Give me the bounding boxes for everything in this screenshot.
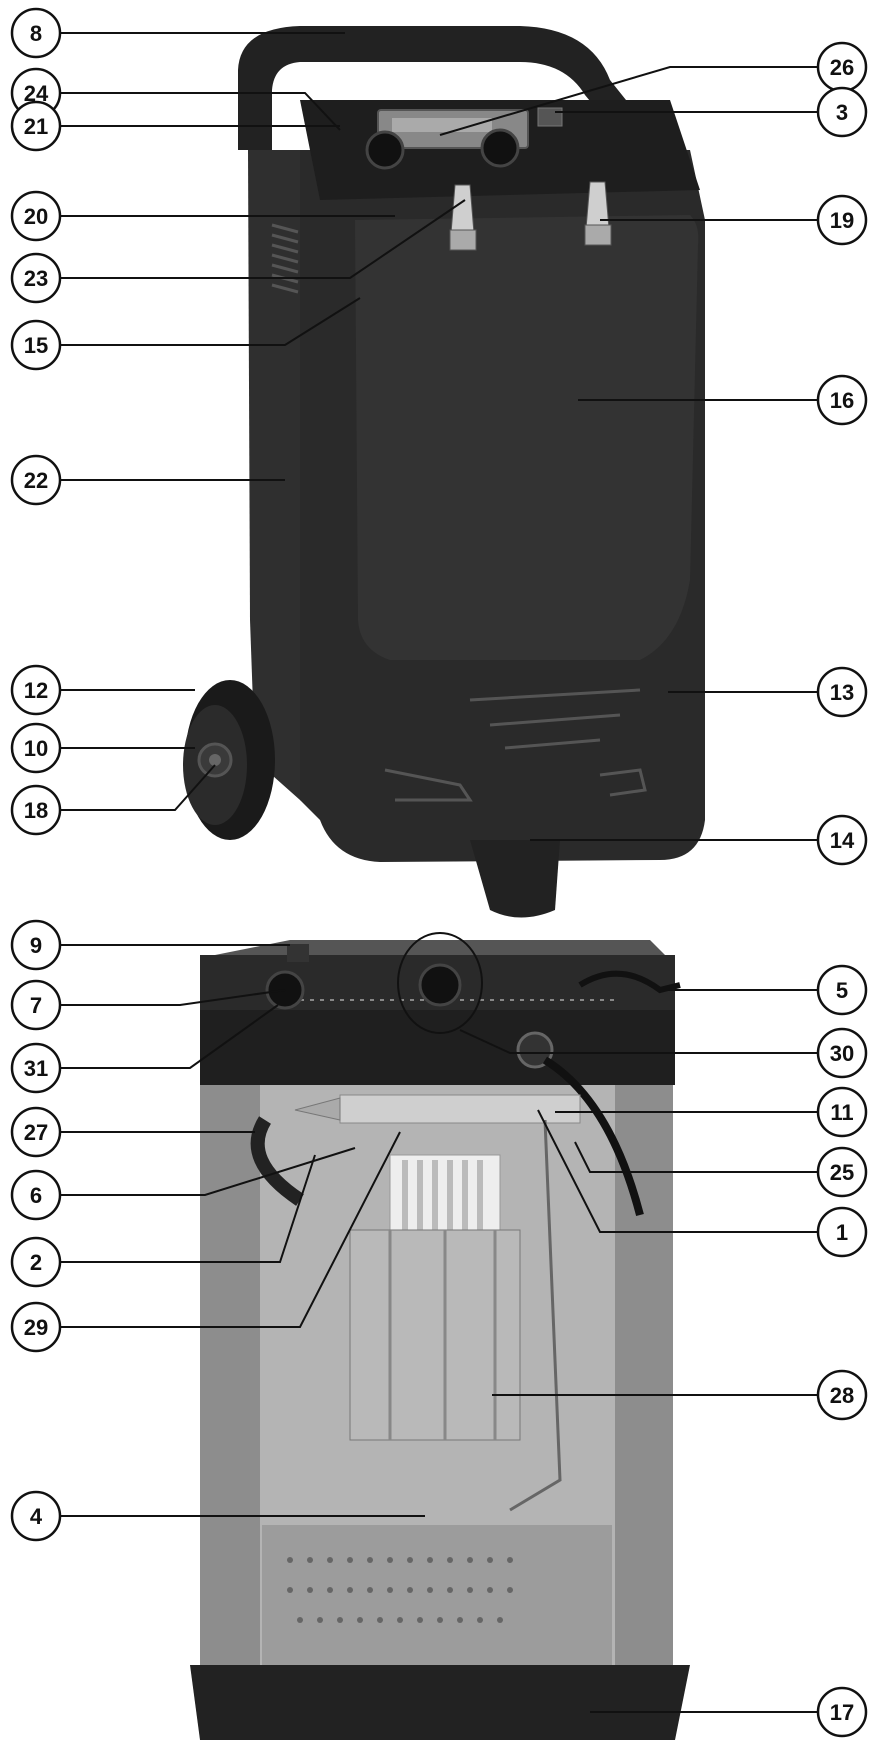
floor-holes xyxy=(287,1557,513,1623)
svg-text:31: 31 xyxy=(24,1056,48,1081)
svg-text:22: 22 xyxy=(24,468,48,493)
svg-text:4: 4 xyxy=(30,1504,43,1529)
knob-pointer xyxy=(287,944,309,962)
svg-text:11: 11 xyxy=(830,1100,853,1125)
callout-27: 27 xyxy=(10,1106,62,1158)
lower-grille xyxy=(384,688,647,802)
callout-8: 8 xyxy=(10,7,62,59)
clamp-right xyxy=(584,181,612,246)
side-vents xyxy=(271,223,299,294)
bus-bar xyxy=(339,1094,581,1124)
leader-lines xyxy=(60,32,820,1713)
carry-handle xyxy=(238,26,690,185)
cabinet-right-wall xyxy=(615,965,673,1720)
svg-text:29: 29 xyxy=(24,1315,48,1340)
svg-text:12: 12 xyxy=(24,678,48,703)
callout-13: 13 xyxy=(816,666,868,718)
front-cover xyxy=(355,215,699,660)
svg-text:7: 7 xyxy=(30,993,42,1018)
perforated-floor xyxy=(262,1525,612,1665)
svg-text:15: 15 xyxy=(24,333,48,358)
callout-25: 25 xyxy=(816,1146,868,1198)
svg-text:17: 17 xyxy=(830,1700,854,1725)
svg-text:2: 2 xyxy=(30,1250,42,1275)
right-knob[interactable] xyxy=(480,128,520,168)
svg-text:6: 6 xyxy=(30,1183,42,1208)
callout-12: 12 xyxy=(10,664,62,716)
svg-text:10: 10 xyxy=(24,736,48,761)
svg-text:13: 13 xyxy=(830,680,854,705)
callout-9: 9 xyxy=(10,919,62,971)
svg-text:8: 8 xyxy=(30,21,42,46)
cable-grommet xyxy=(516,1031,554,1069)
svg-text:26: 26 xyxy=(830,55,854,80)
callout-20: 20 xyxy=(10,190,62,242)
callout-17: 17 xyxy=(816,1686,868,1738)
svg-text:14: 14 xyxy=(830,828,855,853)
svg-text:27: 27 xyxy=(24,1120,48,1145)
callout-15: 15 xyxy=(10,319,62,371)
callout-30: 30 xyxy=(816,1027,868,1079)
callout-5: 5 xyxy=(816,964,868,1016)
callout-7: 7 xyxy=(10,979,62,1031)
left-knob[interactable] xyxy=(365,130,405,170)
front-panel-plate xyxy=(200,1010,675,1085)
callout-2: 2 xyxy=(10,1236,62,1288)
svg-text:25: 25 xyxy=(830,1160,854,1185)
wiring-bundle xyxy=(250,1116,304,1206)
transformer xyxy=(349,1154,521,1441)
svg-text:19: 19 xyxy=(830,208,854,233)
clamp-left xyxy=(449,184,477,251)
svg-text:16: 16 xyxy=(830,388,854,413)
internal-center-knob[interactable] xyxy=(418,963,462,1007)
callout-14: 14 xyxy=(816,814,868,866)
callout-10: 10 xyxy=(10,722,62,774)
svg-text:9: 9 xyxy=(30,933,42,958)
thin-wires xyxy=(509,1119,562,1512)
svg-text:5: 5 xyxy=(836,978,848,1003)
callout-21: 21 xyxy=(10,100,62,152)
front-foot xyxy=(470,840,560,918)
svg-text:30: 30 xyxy=(830,1041,854,1066)
power-switch[interactable] xyxy=(537,107,563,127)
wheel xyxy=(183,680,275,840)
bottom-front-plate xyxy=(190,1665,690,1740)
callout-4: 4 xyxy=(10,1490,62,1542)
svg-text:18: 18 xyxy=(24,798,48,823)
svg-text:20: 20 xyxy=(24,204,48,229)
charger-internal-view xyxy=(190,940,690,1740)
callout-23: 23 xyxy=(10,252,62,304)
callout-18: 18 xyxy=(10,784,62,836)
callout-26: 26 xyxy=(816,41,868,93)
display-screen xyxy=(392,118,492,132)
callout-labels: 8 24 21 20 23 15 22 12 10 18 26 3 19 16 … xyxy=(10,7,868,1738)
top-cable xyxy=(578,970,681,994)
svg-text:21: 21 xyxy=(24,114,48,139)
callout-19: 19 xyxy=(816,194,868,246)
callout-1: 1 xyxy=(816,1206,868,1258)
callout-31: 31 xyxy=(10,1042,62,1094)
charger-front-view xyxy=(183,26,705,918)
svg-text:23: 23 xyxy=(24,266,48,291)
cabinet-left-wall xyxy=(200,965,260,1720)
callout-28: 28 xyxy=(816,1369,868,1421)
svg-text:1: 1 xyxy=(836,1220,848,1245)
callout-6: 6 xyxy=(10,1169,62,1221)
mains-cable xyxy=(542,1056,644,1217)
callout-22: 22 xyxy=(10,454,62,506)
callout-29: 29 xyxy=(10,1301,62,1353)
terminal-lug xyxy=(294,1097,341,1121)
callout-11: 11 xyxy=(816,1086,868,1138)
callout-16: 16 xyxy=(816,374,868,426)
callout-3: 3 xyxy=(816,86,868,138)
svg-text:3: 3 xyxy=(836,100,848,125)
svg-text:28: 28 xyxy=(830,1383,854,1408)
